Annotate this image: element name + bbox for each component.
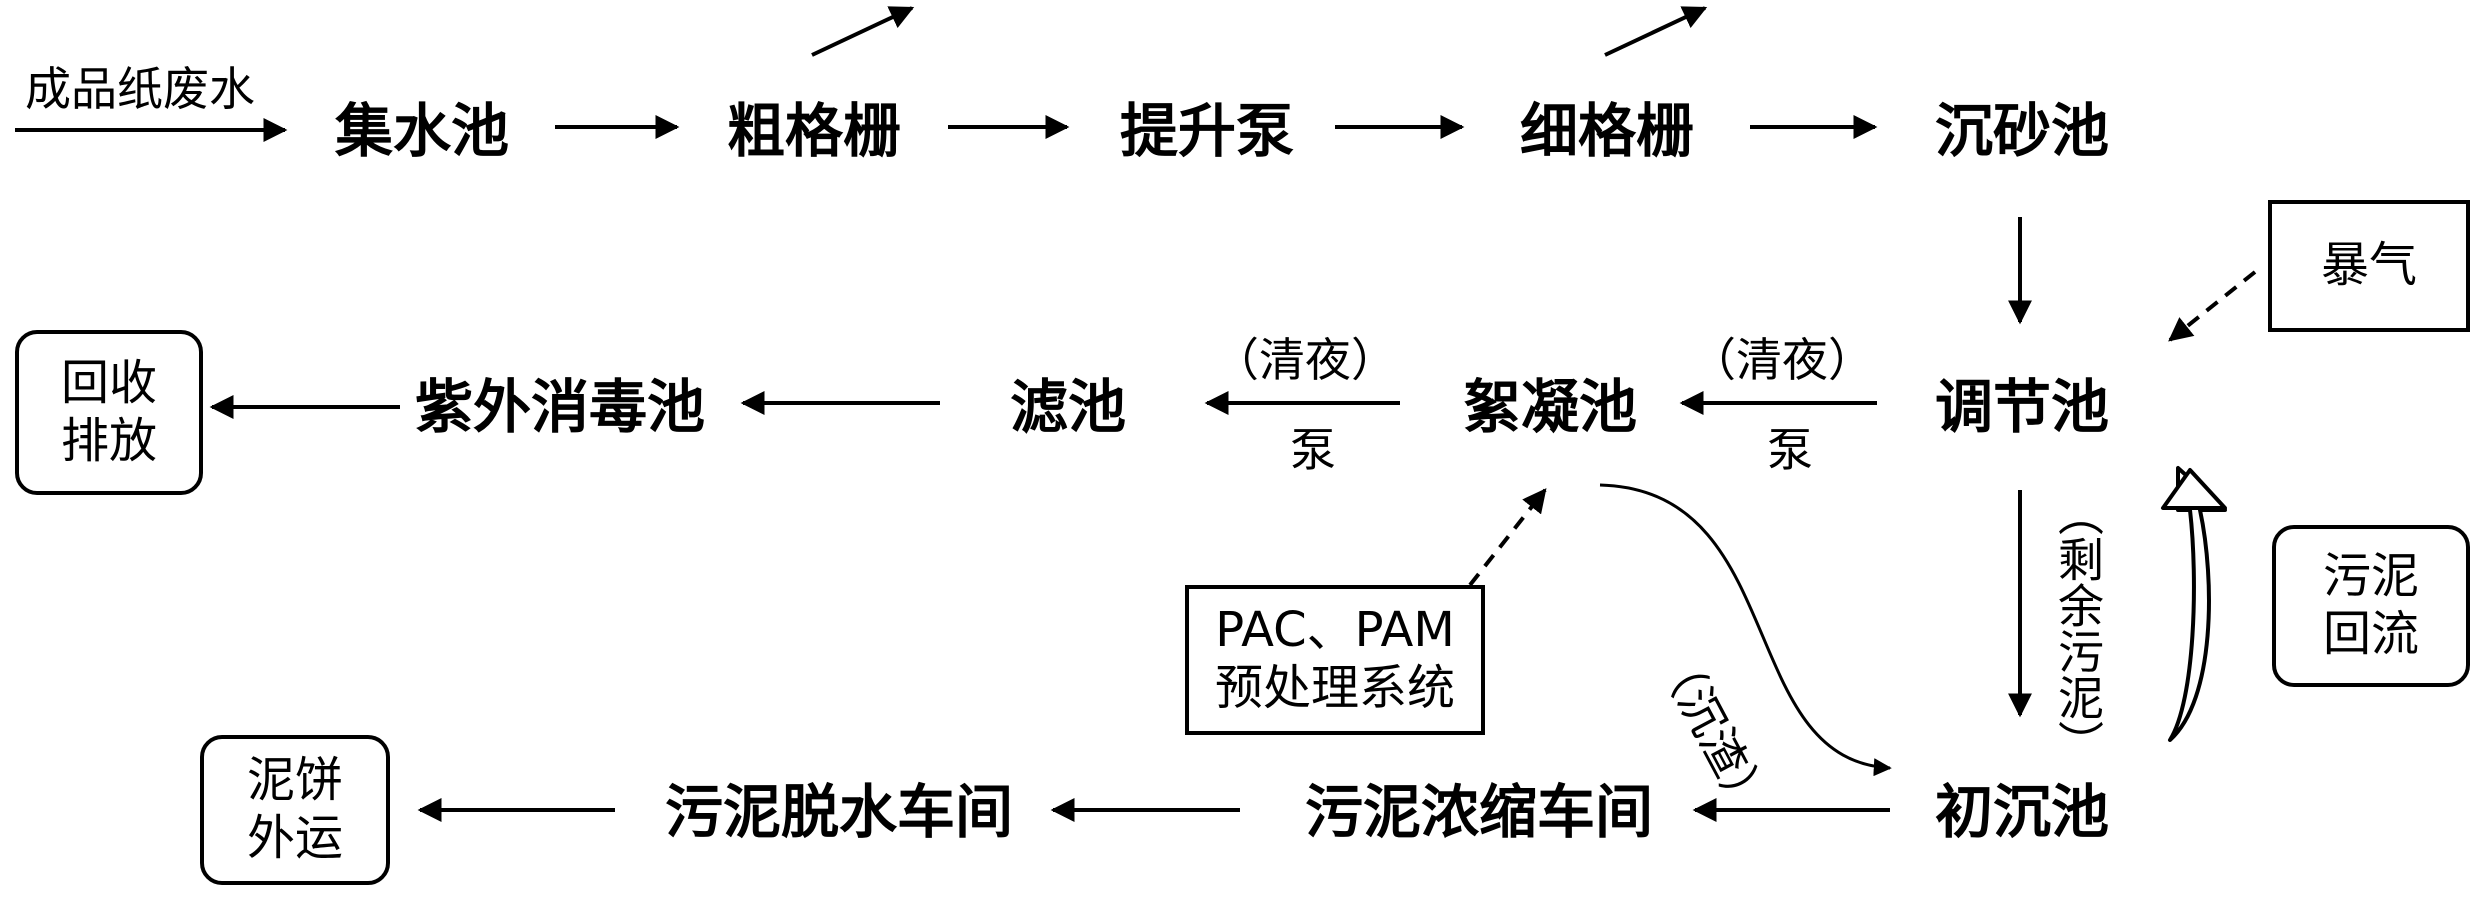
node-grit: 沉砂池 [1935, 97, 2110, 165]
recycle-line1: 回收 [60, 354, 157, 411]
pac-line1: PAC、PAM [1215, 602, 1455, 659]
excess-sludge-label: （剩余污泥） [2051, 490, 2105, 766]
node-primary: 初沉池 [1935, 778, 2110, 846]
aeration-box: 暴气 [2268, 200, 2470, 332]
arrow-sludge-return [2168, 466, 2227, 742]
node-regulate: 调节池 [1935, 373, 2110, 441]
node-coarse-grid: 粗格栅 [727, 97, 902, 165]
arrow-aeration [2168, 270, 2257, 342]
pump2-top-label: （清夜） [1213, 333, 1397, 387]
cake-line2: 外运 [246, 810, 343, 866]
diag-arrow-2 [1604, 6, 1708, 57]
node-lift-pump: 提升泵 [1120, 97, 1295, 165]
pump1-bottom-label: 泵 [1767, 423, 1813, 477]
node-dewater: 污泥脱水车间 [665, 778, 1014, 846]
input-label: 成品纸废水 [25, 62, 255, 116]
return-line2: 回流 [2322, 606, 2419, 662]
node-collect: 集水池 [335, 97, 510, 165]
node-filter: 滤池 [1010, 373, 1127, 441]
diag-arrow-1 [811, 6, 915, 57]
aeration-label: 暴气 [2320, 237, 2417, 294]
sludge-return-box: 污泥 回流 [2272, 525, 2470, 687]
recycle-line2: 排放 [60, 412, 157, 469]
pump1-top-label: （清夜） [1690, 333, 1874, 387]
cake-line1: 泥饼 [246, 752, 343, 809]
recycle-box: 回收 排放 [15, 330, 203, 495]
node-fine-grid: 细格栅 [1520, 97, 1695, 165]
pac-line2: 预处理系统 [1214, 660, 1455, 716]
arrow-sediment [1599, 483, 1892, 777]
arrow-pac [1468, 488, 1547, 587]
node-uv: 紫外消毒池 [415, 373, 706, 441]
cake-box: 泥饼 外运 [200, 735, 390, 885]
node-floc: 絮凝池 [1463, 373, 1638, 441]
pump2-bottom-label: 泵 [1290, 423, 1336, 477]
node-thicken: 污泥浓缩车间 [1305, 778, 1654, 846]
pac-box: PAC、PAM 预处理系统 [1185, 585, 1485, 735]
return-line1: 污泥 [2322, 548, 2419, 605]
